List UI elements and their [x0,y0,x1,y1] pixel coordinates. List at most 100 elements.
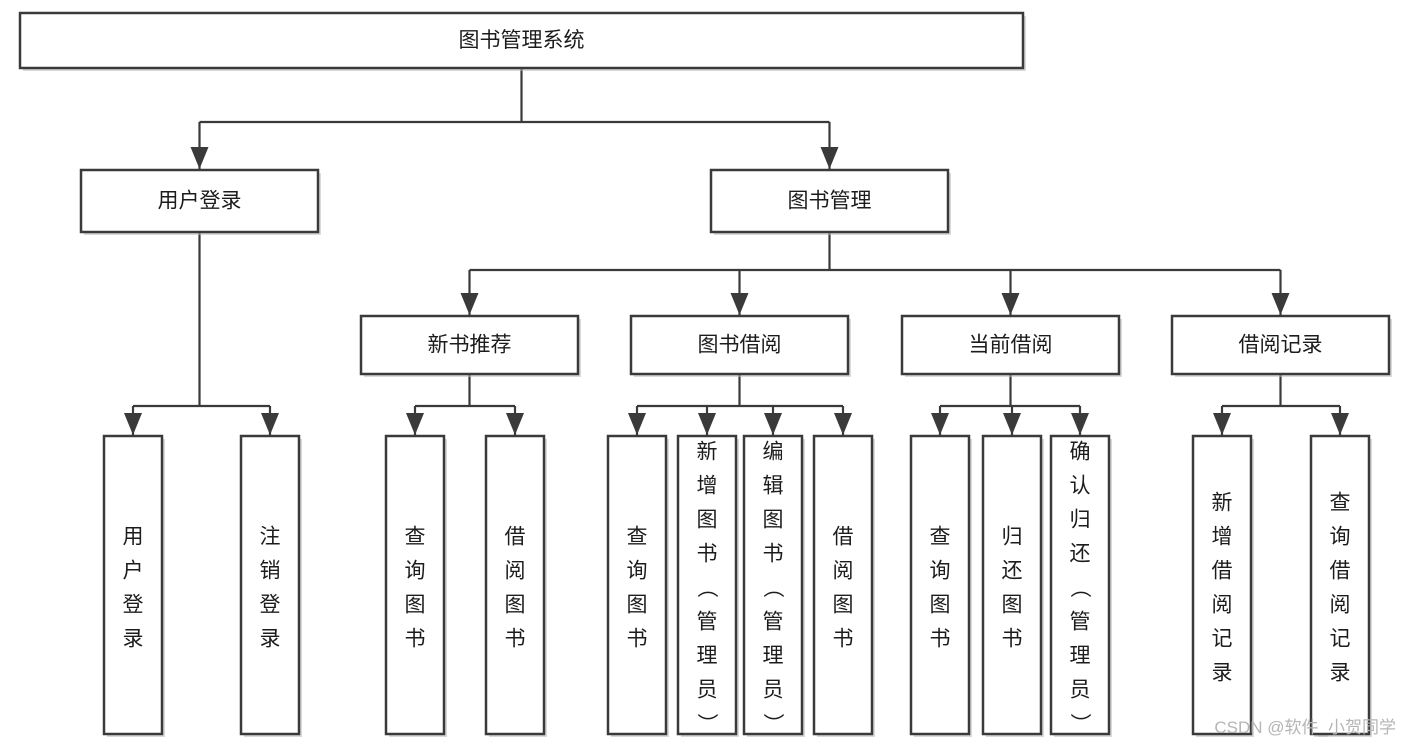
level2-node-box[interactable]: 借阅记录 [1170,314,1392,377]
level1-node-box[interactable]: 用户登录 [79,168,321,235]
leaf-node-label: 阅 [1212,594,1233,617]
leaf-node-label: 理 [763,645,784,668]
level2-node-box[interactable]: 当前借阅 [900,314,1122,377]
leaf-node-label: 书 [627,628,648,651]
leaf-node-label: 记 [1212,628,1233,651]
leaf-node-label: 阅 [833,560,854,583]
leaf-node-label: 归 [1002,526,1023,549]
arrow-head-icon [406,413,424,435]
csdn-watermark: CSDN @软件_小贺同学 [1214,718,1396,737]
leaf-node-label: 查 [405,526,426,549]
leaf-node-label: 录 [1330,662,1351,685]
arrow-head-icon [931,413,949,435]
leaf-node-label: ） [695,713,718,734]
leaf-node-label: 书 [405,628,426,651]
arrow-head-icon [460,293,479,315]
leaf-node-label: 增 [1212,526,1233,549]
root-node-box[interactable]: 图书管理系统 [18,11,1026,71]
leaf-node-label: 图 [627,594,648,617]
arrow-head-icon [820,147,839,169]
leaf-node-label: 增 [697,475,718,498]
level1-node-label: 图书管理 [788,190,872,213]
leaf-node-label: 销 [260,560,281,583]
leaf-node-label: 借 [833,526,854,549]
leaf-node-label: 书 [930,628,951,651]
level2-node-label: 图书借阅 [698,334,782,357]
level2-node-label: 当前借阅 [969,334,1053,357]
leaf-node-label: 员 [1070,679,1091,702]
leaf-node-label: 书 [833,628,854,651]
leaf-node-label: 询 [1330,526,1351,549]
level2-node-box[interactable]: 新书推荐 [359,314,581,377]
leaf-node-label: 图 [833,594,854,617]
arrow-head-icon [1071,413,1089,435]
arrow-head-icon [1213,413,1231,435]
arrow-head-icon [834,413,852,435]
leaf-node-label: 阅 [505,560,526,583]
arrow-head-icon [124,413,142,435]
leaf-node-label: 归 [1070,509,1091,532]
leaf-node-label: 询 [930,560,951,583]
arrow-head-icon [1001,293,1020,315]
leaf-node-label: 图 [930,594,951,617]
arrow-head-icon [730,293,749,315]
leaf-node-label: 理 [697,645,718,668]
leaf-node-label: 记 [1330,628,1351,651]
leaf-node-label: 查 [930,526,951,549]
leaf-node-label: 新 [697,441,718,464]
leaf-node-label: 还 [1002,560,1023,583]
leaf-node-label: 管 [1070,611,1091,634]
leaf-node-label: 书 [505,628,526,651]
leaf-node-label: 员 [697,679,718,702]
arrow-head-icon [190,147,209,169]
leaf-node-label: 录 [123,628,144,651]
leaf-node-label: 员 [763,679,784,702]
leaf-node-label: 书 [697,543,718,566]
leaf-node-label: 书 [763,543,784,566]
arrow-head-icon [506,413,524,435]
arrow-head-icon [1271,293,1290,315]
leaf-node-label: 管 [763,611,784,634]
leaf-node-label: 图 [505,594,526,617]
leaf-node-label: 注 [260,526,281,549]
level1-node-box[interactable]: 图书管理 [709,168,951,235]
leaf-node-label: 借 [505,526,526,549]
root-node-label: 图书管理系统 [459,29,585,52]
leaf-node-label: （ [1068,577,1091,598]
level2-node-box[interactable]: 图书借阅 [629,314,851,377]
level2-node-label: 新书推荐 [428,334,512,357]
leaf-node-label: 图 [763,509,784,532]
leaf-node-label: ） [761,713,784,734]
leaf-node-label: 用 [123,526,144,549]
leaf-node-label: 还 [1070,543,1091,566]
leaf-node-label: 询 [405,560,426,583]
leaf-node-label: 图 [405,594,426,617]
level1-node-label: 用户登录 [158,190,242,213]
leaf-node-label: （ [761,577,784,598]
leaf-node-box[interactable]: 用户登录 [102,434,165,737]
leaf-node-label: 新 [1212,492,1233,515]
leaf-node-label: 户 [123,560,144,583]
node-layer: 图书管理系统用户登录图书管理新书推荐图书借阅当前借阅借阅记录用户登录注销登录查询… [18,11,1392,737]
arrow-head-icon [1331,413,1349,435]
leaf-node-label: 登 [123,594,144,617]
leaf-node-label: 图 [1002,594,1023,617]
leaf-node-label: 图 [697,509,718,532]
leaf-node-label: 理 [1070,645,1091,668]
leaf-node-label: 查 [1330,492,1351,515]
connector-layer [124,68,1349,435]
